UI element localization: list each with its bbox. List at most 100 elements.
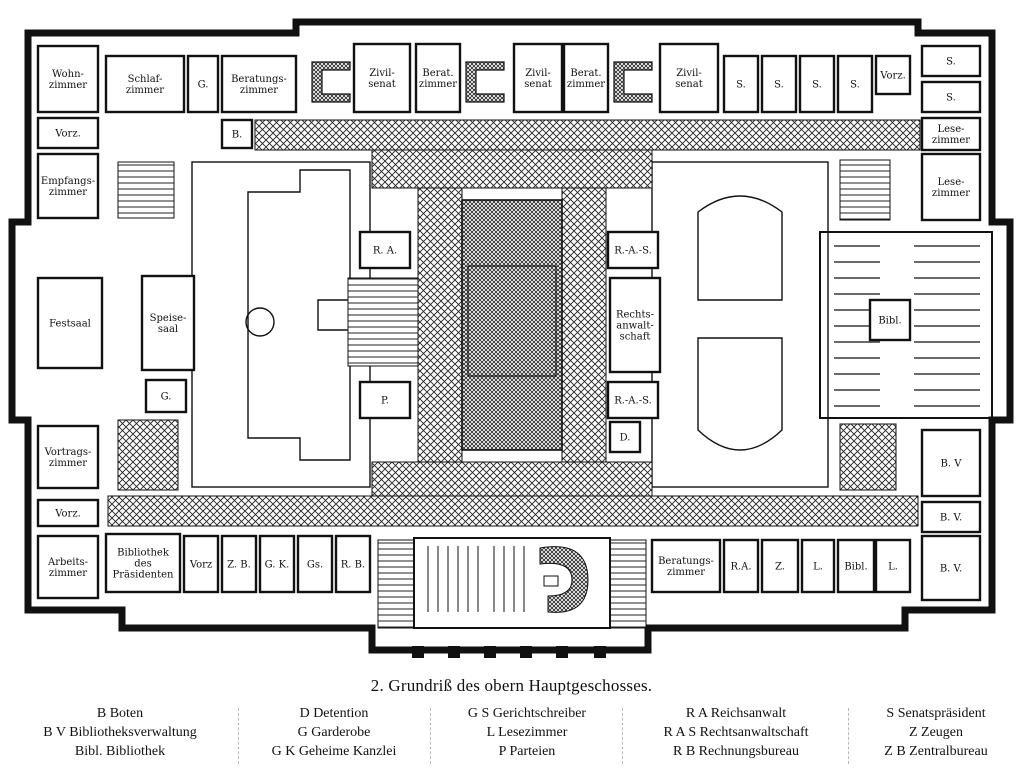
room: P. xyxy=(358,380,412,420)
legend-column: B Boten B V Bibliotheksverwaltung Bibl. … xyxy=(20,704,220,761)
room-label: G. xyxy=(198,80,209,91)
room-outline xyxy=(722,538,760,594)
room: Z. B. xyxy=(220,534,258,594)
room-label: Zivil- xyxy=(525,68,551,79)
room: Wohn-zimmer xyxy=(36,44,100,114)
room-label: P. xyxy=(381,396,389,407)
legend-entry: S Senatspräsident xyxy=(886,706,986,721)
legend-entry: R A S Rechtsanwaltschaft xyxy=(663,725,809,740)
room-outline xyxy=(36,116,100,150)
staircases xyxy=(117,159,897,629)
room-label: senat xyxy=(368,79,395,90)
room: Speise-saal xyxy=(140,274,196,372)
room-outline xyxy=(36,424,100,490)
room-outline xyxy=(760,54,798,114)
room: S. xyxy=(798,54,836,114)
room-outline xyxy=(140,274,196,372)
room-label: Rechts- xyxy=(616,310,654,321)
room: S. xyxy=(760,54,798,114)
room-label: R.A. xyxy=(730,562,751,573)
legend-column: D Detention G Garderobe G K Geheime Kanz… xyxy=(246,704,422,761)
room-label: Bibl. xyxy=(844,562,867,573)
room: R. A. xyxy=(358,230,412,270)
room: B. xyxy=(220,118,254,150)
portico-columns xyxy=(412,646,606,658)
room-label: Bibl. xyxy=(878,316,901,327)
room: B. V. xyxy=(920,500,982,534)
room-outline xyxy=(606,380,660,420)
room-label: Lese- xyxy=(938,124,965,135)
legend-entry: L Lesezimmer xyxy=(486,725,568,740)
room: Vortrags-zimmer xyxy=(36,424,100,490)
room-outline xyxy=(36,498,100,528)
room-label: B. xyxy=(232,130,243,141)
room: B. V. xyxy=(920,534,982,602)
library-shelves xyxy=(819,231,993,419)
room-outline xyxy=(606,230,660,270)
room-label: Gs. xyxy=(307,560,323,571)
room-outline xyxy=(920,80,982,114)
room-label: Vorz xyxy=(189,560,212,571)
room-label: zimmer xyxy=(49,568,87,579)
room-outline xyxy=(874,538,912,594)
room: Zivil-senat xyxy=(352,42,412,114)
room: G. K. xyxy=(258,534,296,594)
room-label: saal xyxy=(158,324,178,335)
room-label: zimmer xyxy=(419,79,457,90)
room-label: zimmer xyxy=(49,187,87,198)
room-label: zimmer xyxy=(126,85,164,96)
room: Festsaal xyxy=(36,276,104,370)
room-label: Vortrags- xyxy=(44,447,92,458)
legend-divider xyxy=(848,708,849,764)
room-outline xyxy=(104,54,186,114)
room-label: Präsidenten xyxy=(113,570,174,581)
room: Arbeits-zimmer xyxy=(36,534,100,600)
room: D. xyxy=(608,420,642,454)
room-label: S. xyxy=(812,80,822,91)
room-outline xyxy=(36,152,100,220)
legend-entry: R B Rechnungsbureau xyxy=(673,744,799,759)
legend-column: S Senatspräsident Z Zeugen Z B Zentralbu… xyxy=(856,704,1016,761)
courtroom-south xyxy=(413,537,611,629)
room-label: zimmer xyxy=(240,85,278,96)
room: R.-A.-S. xyxy=(606,230,660,270)
room: Zivil-senat xyxy=(658,42,720,114)
room: Schlaf-zimmer xyxy=(104,54,186,114)
room-outline xyxy=(920,116,982,152)
room-outline xyxy=(920,534,982,602)
room-label: L. xyxy=(888,562,898,573)
room: Zivil-senat xyxy=(512,42,564,114)
room: S. xyxy=(836,54,874,114)
room-outline xyxy=(182,534,220,594)
room-label: zimmer xyxy=(667,567,705,578)
legend-divider xyxy=(622,708,623,764)
room-label: Vorz. xyxy=(54,129,81,140)
room-outline xyxy=(920,44,982,78)
room-label: zimmer xyxy=(49,458,87,469)
room-outline xyxy=(258,534,296,594)
room: Lese-zimmer xyxy=(920,152,982,222)
room-outline xyxy=(836,538,876,594)
room-outline xyxy=(658,42,720,114)
room-outline xyxy=(36,44,100,114)
courtyards xyxy=(191,161,829,488)
room: Berat.zimmer xyxy=(562,42,610,114)
room: Vorz. xyxy=(36,116,100,150)
court-tables xyxy=(311,61,653,103)
room-outline xyxy=(798,54,836,114)
room: Berat.zimmer xyxy=(414,42,462,114)
room: Vorz xyxy=(182,534,220,594)
room: S. xyxy=(722,54,760,114)
room-label: Vorz. xyxy=(54,509,81,520)
legend-column: R A Reichsanwalt R A S Rechtsanwaltschaf… xyxy=(630,704,842,761)
room-label: B. V. xyxy=(940,513,962,524)
room-label: Lese- xyxy=(938,177,965,188)
room: R. B. xyxy=(334,534,372,594)
room-outline xyxy=(36,534,100,600)
room-outline xyxy=(220,54,298,114)
room-label: Z. xyxy=(775,562,785,573)
